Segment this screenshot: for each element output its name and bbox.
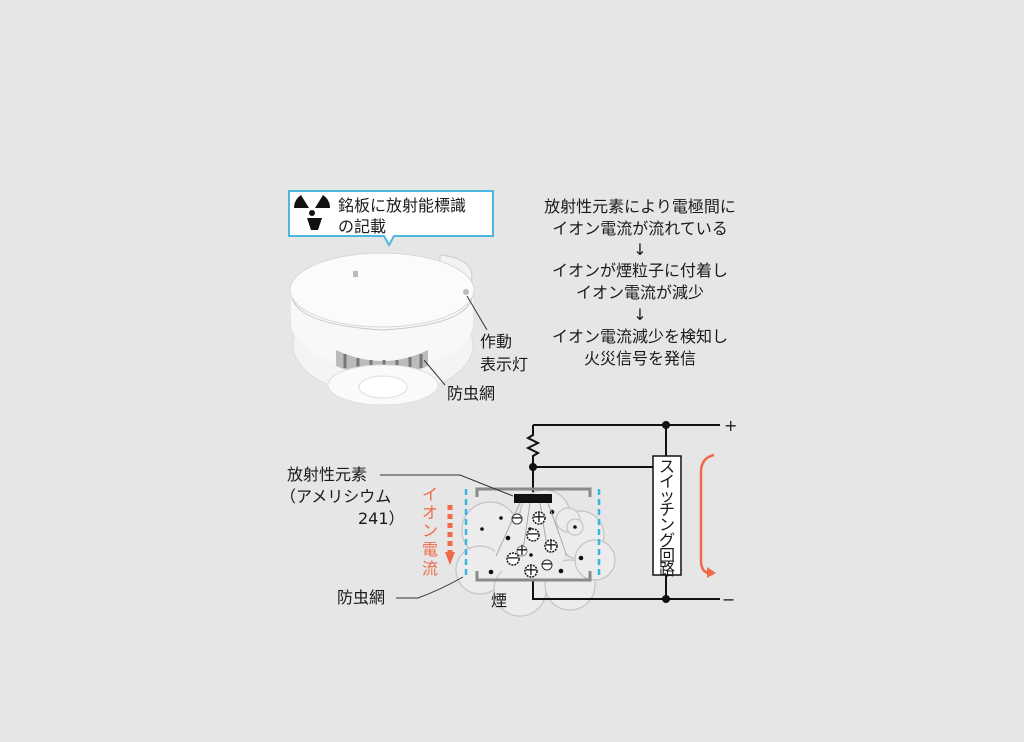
screen-label: 防虫網 (337, 588, 385, 607)
svg-text:流: 流 (422, 559, 438, 578)
arrow-2: ↓ (633, 305, 646, 324)
insect-screen (464, 489, 601, 578)
signal-arrow (699, 453, 716, 578)
source-label-3: 241） (358, 509, 405, 528)
negative-ion: − (526, 524, 540, 543)
junction-node (529, 463, 537, 471)
indicator-label-2: 表示灯 (480, 355, 528, 374)
radioactive-source (514, 494, 552, 503)
svg-text:回: 回 (659, 546, 675, 565)
insect-screen-label: 防虫網 (447, 384, 495, 403)
indicator-leader-line (466, 295, 488, 331)
smoke-label: 煙 (491, 591, 507, 610)
svg-text:−: − (540, 554, 553, 573)
step2-line2: イオン電流が減少 (576, 283, 704, 302)
svg-text:+: + (515, 540, 528, 559)
svg-text:ス: ス (659, 457, 675, 476)
process-steps: 放射性元素により電極間に イオン電流が流れている ↓ イオンが煙粒子に付着し イ… (544, 197, 736, 368)
callout-line1: 銘板に放射能標識 (338, 196, 466, 215)
step1-line1: 放射性元素により電極間に (544, 197, 736, 216)
svg-text:−: − (526, 524, 539, 543)
indicator-label-1: 作動 (480, 332, 512, 351)
negative-ion: − (506, 548, 520, 567)
svg-text:電: 電 (422, 540, 438, 559)
screen-leader-line (423, 359, 446, 386)
positive-ion: + (532, 507, 546, 526)
svg-text:−: − (510, 508, 523, 527)
svg-text:+: + (524, 560, 537, 579)
svg-text:+: + (532, 507, 545, 526)
arrow-1: ↓ (633, 240, 646, 259)
svg-text:ン: ン (659, 515, 675, 534)
switching-circuit-box (652, 455, 682, 576)
minus-terminal: − (722, 590, 735, 609)
svg-text:ン: ン (422, 521, 438, 540)
svg-text:イ: イ (659, 472, 675, 491)
circuit-wires (525, 424, 720, 600)
source-leader-line (380, 474, 514, 497)
callout-line2: の記載 (338, 217, 386, 236)
ion-current-label: イ オ ン 電 流 (422, 485, 438, 578)
switching-circuit-label: ス イ ッ チ ン グ 回 路 (659, 457, 675, 579)
svg-text:チ: チ (659, 500, 675, 519)
positive-ion: + (544, 535, 558, 554)
svg-text:+: + (544, 535, 557, 554)
svg-text:−: − (506, 548, 519, 567)
svg-text:グ: グ (659, 531, 675, 550)
step3-line1: イオン電流減少を検知し (552, 327, 728, 346)
step3-line2: 火災信号を発信 (584, 349, 696, 368)
radiation-icon (294, 195, 330, 230)
step1-line2: イオン電流が流れている (552, 219, 728, 238)
smoke-detector-image (289, 252, 475, 406)
positive-ion: + (524, 560, 538, 579)
svg-text:オ: オ (422, 503, 438, 522)
source-label-1: 放射性元素 (287, 465, 367, 484)
negative-ion: − (510, 508, 523, 527)
svg-text:ッ: ッ (659, 486, 675, 505)
ions: − + − + + − − + (506, 507, 558, 579)
step2-line1: イオンが煙粒子に付着し (552, 261, 728, 280)
junction-node (662, 421, 670, 429)
ion-chamber (475, 487, 592, 582)
source-label-2: （アメリシウム (280, 487, 391, 506)
svg-text:イ: イ (422, 485, 438, 504)
junction-node (662, 595, 670, 603)
svg-text:路: 路 (659, 560, 675, 579)
positive-ion: + (515, 540, 528, 559)
callout: 銘板に放射能標識 の記載 (288, 190, 494, 248)
smoke-particles (480, 509, 584, 575)
screen-leader-line-2 (396, 576, 464, 599)
plus-terminal: + (724, 416, 737, 435)
negative-ion: − (540, 554, 553, 573)
ion-current-arrow (445, 505, 455, 565)
